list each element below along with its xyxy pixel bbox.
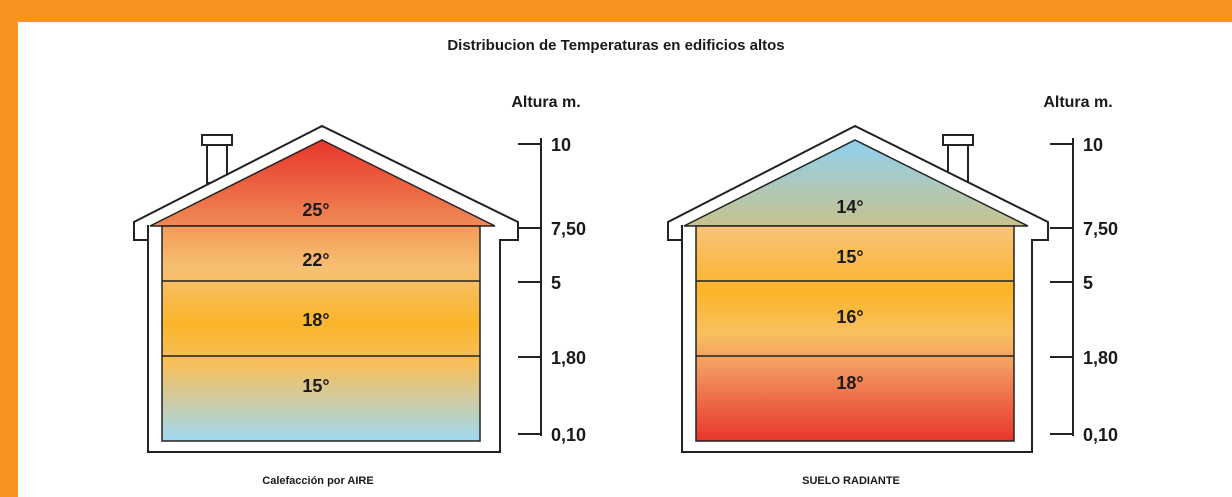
tick-label: 10 [1083,135,1103,155]
zone-temperature-label: 15° [836,247,863,267]
zone-temperature-label: 14° [836,197,863,217]
tick-label: 1,80 [551,348,586,368]
axis-title: Altura m. [1043,94,1112,111]
tick-label: 0,10 [551,425,586,445]
height-scale-left: Altura m. 10 7,50 5 1,80 0,10 [511,94,586,445]
house-radiant-floor: 14° 15° 16° 18° SUELO RADIANTE [667,124,1049,487]
diagram-title: Distribucion de Temperaturas en edificio… [447,37,784,54]
house-caption: SUELO RADIANTE [802,475,900,487]
chimney-cap [942,134,974,146]
interior-zone [695,225,1015,442]
tick-label: 7,50 [551,219,586,239]
tick-label: 5 [1083,273,1093,293]
zone-temperature-label: 25° [302,200,329,220]
tick-label: 0,10 [1083,425,1118,445]
tick-label: 7,50 [1083,219,1118,239]
tick-label: 10 [551,135,571,155]
chimney-cap [201,134,233,146]
zone-temperature-label: 15° [302,376,329,396]
tick-label: 5 [551,273,561,293]
zone-temperature-label: 18° [836,373,863,393]
axis-title: Altura m. [511,94,580,111]
tick-label: 1,80 [1083,348,1118,368]
zone-temperature-label: 22° [302,250,329,270]
interior-zone [161,225,481,442]
zone-temperature-label: 16° [836,307,863,327]
zone-temperature-label: 18° [302,310,329,330]
house-caption: Calefacción por AIRE [262,475,373,487]
house-air-heating: 25° 22° 18° 15° Calefacción por AIRE [133,124,519,487]
height-scale-right: Altura m. 10 7,50 5 1,80 0,10 [1043,94,1118,445]
